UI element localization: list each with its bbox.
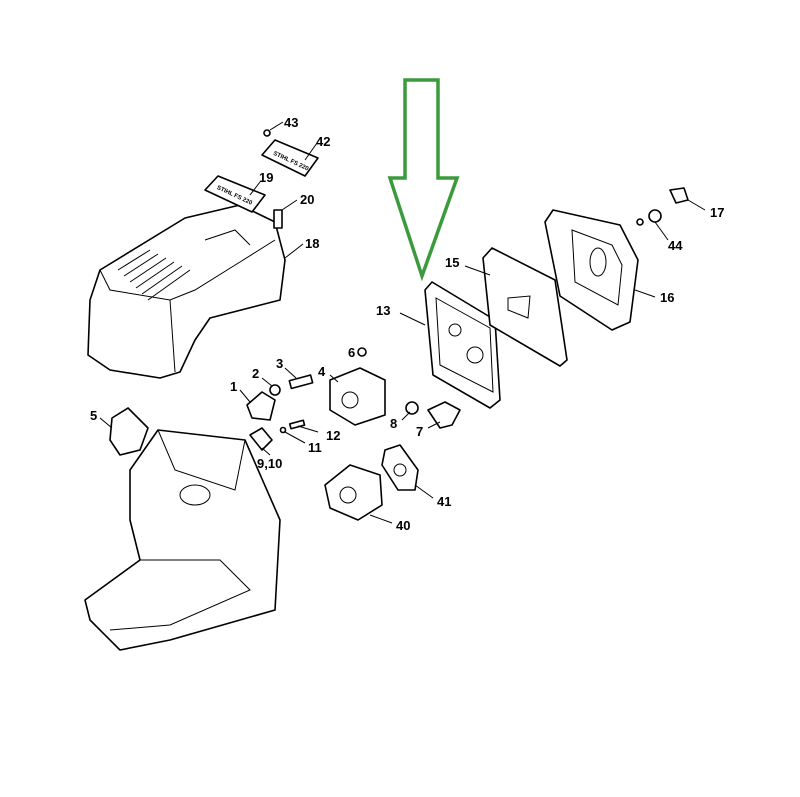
part-15-air-filter[interactable]: [482, 247, 568, 367]
callout-18[interactable]: 18: [305, 236, 319, 251]
leader-lines: [99, 121, 706, 524]
part-40-carburetor[interactable]: [324, 464, 383, 521]
callout-13[interactable]: 13: [376, 303, 390, 318]
callout-41[interactable]: 41: [437, 494, 451, 509]
part-43-screw[interactable]: [263, 129, 271, 137]
callout-17[interactable]: 17: [710, 205, 724, 220]
engine-housing: [84, 429, 281, 651]
callout-20[interactable]: 20: [300, 192, 314, 207]
callout-11[interactable]: 11: [308, 440, 322, 455]
callout-labels: 43 42 19 20 18 15 13 16 17 44 6 3 2 4 1 …: [90, 115, 724, 533]
part-20-screw[interactable]: [273, 209, 283, 229]
part-11-washer[interactable]: [279, 426, 287, 434]
callout-6[interactable]: 6: [348, 345, 355, 360]
part-17-nut[interactable]: [669, 187, 689, 204]
callout-42[interactable]: 42: [316, 134, 330, 149]
highlight-arrow: [387, 78, 460, 282]
callout-4[interactable]: 4: [318, 364, 326, 379]
callout-44[interactable]: 44: [668, 238, 683, 253]
part-44-washer[interactable]: [648, 209, 662, 223]
callout-5[interactable]: 5: [90, 408, 97, 423]
part-4-carburetor[interactable]: [329, 367, 386, 426]
part-41-gasket[interactable]: [381, 444, 419, 491]
part-8-spacer[interactable]: [405, 401, 419, 415]
callout-16[interactable]: 16: [660, 290, 674, 305]
callout-43[interactable]: 43: [284, 115, 298, 130]
part-5-grommet[interactable]: [109, 407, 149, 456]
part-1-adapter[interactable]: [246, 391, 276, 421]
part-6-nut[interactable]: [357, 347, 367, 357]
part-16-filter-cover[interactable]: [544, 209, 639, 331]
part-12-screw[interactable]: [288, 419, 306, 430]
callout-15[interactable]: 15: [445, 255, 459, 270]
callout-12[interactable]: 12: [326, 428, 340, 443]
part-7-nut[interactable]: [427, 401, 461, 429]
callout-8[interactable]: 8: [390, 416, 397, 431]
part-44-clip: [636, 218, 644, 226]
part-9-10-part[interactable]: [249, 427, 273, 451]
part-18-shroud[interactable]: [87, 204, 286, 379]
part-2-washer[interactable]: [269, 384, 281, 396]
callout-2[interactable]: 2: [252, 366, 259, 381]
part-3-screw[interactable]: [288, 374, 314, 390]
callout-40[interactable]: 40: [396, 518, 410, 533]
callout-3[interactable]: 3: [276, 356, 283, 371]
callout-1[interactable]: 1: [230, 379, 237, 394]
gasket-hole: [393, 463, 407, 477]
callout-19[interactable]: 19: [259, 170, 273, 185]
part-13-filter-base[interactable]: [424, 281, 501, 409]
callout-7[interactable]: 7: [416, 424, 423, 439]
callout-9-10[interactable]: 9,10: [257, 456, 282, 471]
